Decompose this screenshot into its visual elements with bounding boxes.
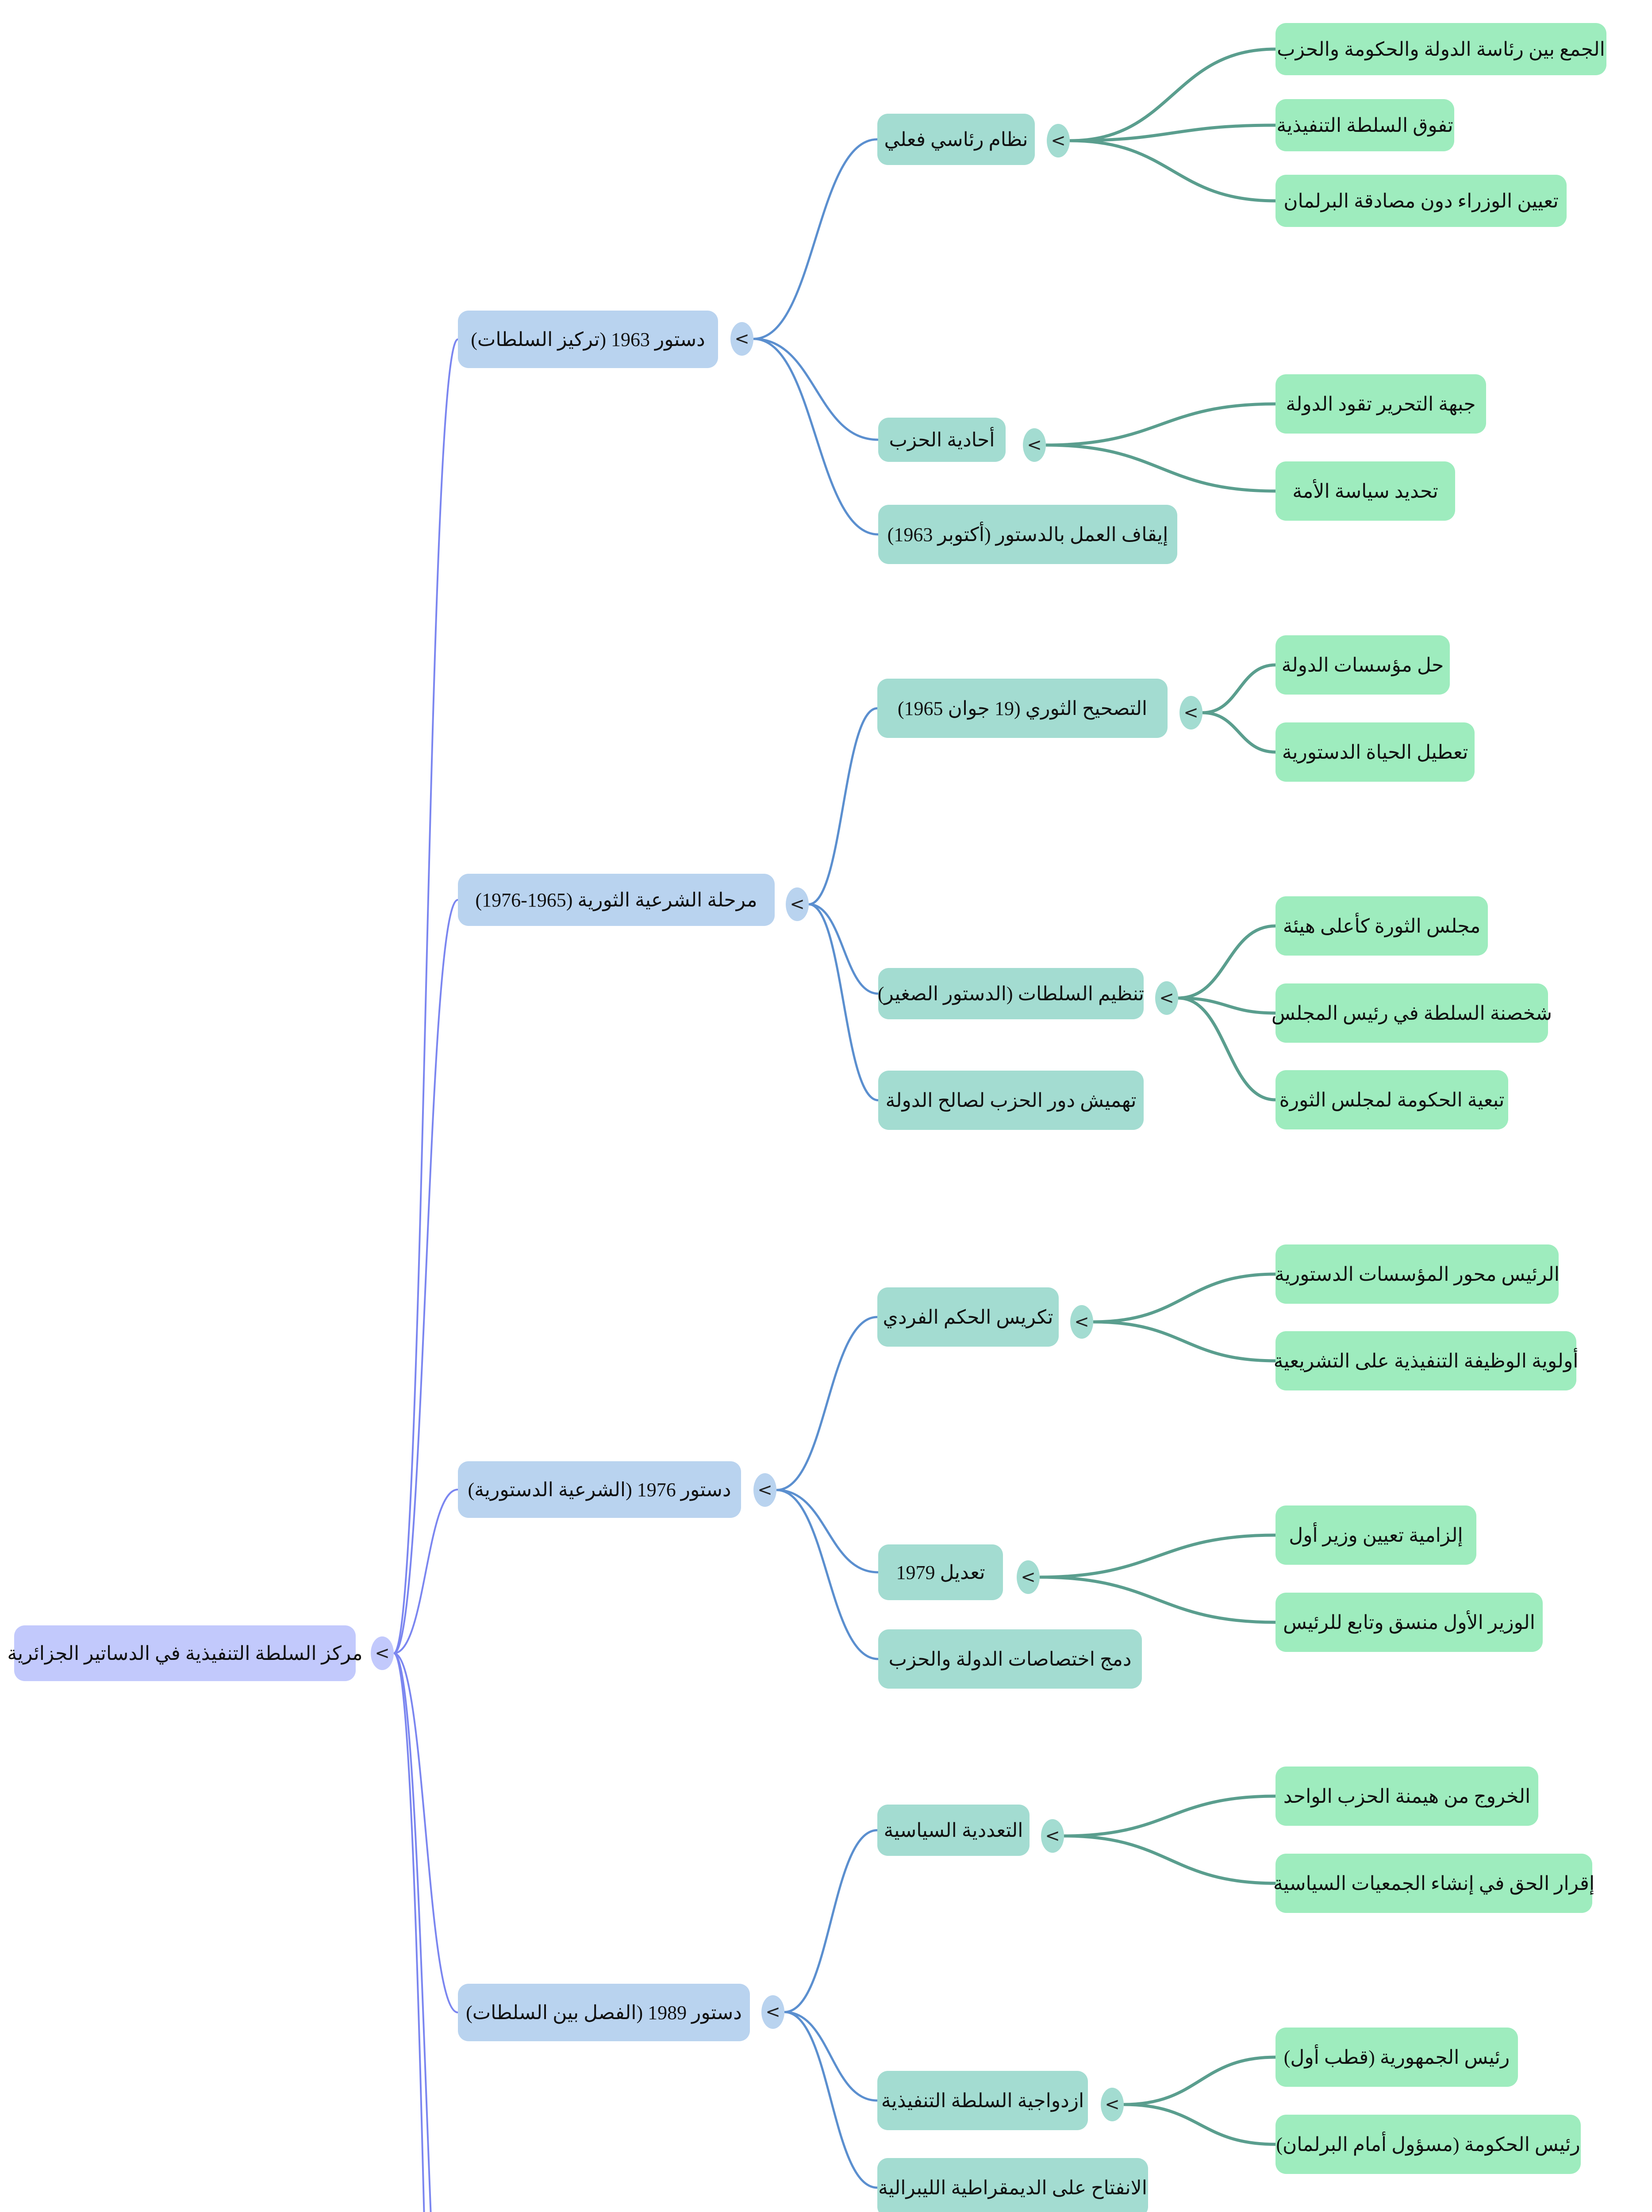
connector-line (784, 2011, 878, 2189)
collapse-toggle-icon[interactable]: < (786, 887, 809, 921)
connector-line (1093, 1320, 1276, 1363)
connector-line (1039, 1575, 1276, 1624)
connector-line (1202, 663, 1276, 714)
connector-line (1123, 2103, 1276, 2146)
leaf-revolution-council[interactable]: مجلس الثورة كأعلى هيئة (1275, 896, 1488, 956)
node-liberal-democracy[interactable]: الانفتاح على الديمقراطية الليبرالية (877, 2158, 1148, 2212)
connector-line (393, 1652, 425, 2212)
connector-line (1093, 1272, 1276, 1324)
connector-line (1045, 443, 1276, 493)
connector-line (784, 1829, 878, 2013)
collapse-toggle-icon[interactable]: < (753, 1473, 776, 1507)
connector-line (1069, 139, 1276, 203)
collapse-toggle-icon[interactable]: < (1155, 981, 1178, 1015)
connector-line (1045, 402, 1276, 447)
node-amendment-1979[interactable]: تعديل 1979 (878, 1544, 1003, 1600)
leaf-dissolving-institutions[interactable]: حل مؤسسات الدولة (1275, 635, 1450, 695)
node-presidential-system[interactable]: نظام رئاسي فعلي (877, 114, 1035, 165)
connector-line (1069, 123, 1276, 142)
connector-line (808, 707, 878, 906)
branch-1989[interactable]: دستور 1989 (الفصل بين السلطات) (458, 1984, 750, 2041)
node-suspension-1963[interactable]: إيقاف العمل بالدستور (أكتوبر 1963) (878, 505, 1177, 564)
node-marginalizing-party[interactable]: تهميش دور الحزب لصالح الدولة (878, 1071, 1144, 1130)
collapse-toggle-icon[interactable]: < (1041, 1819, 1064, 1853)
connector-line (1069, 47, 1276, 142)
connector-line (753, 338, 879, 536)
connector-line (808, 903, 879, 1102)
collapse-toggle-icon[interactable]: < (1101, 2088, 1124, 2121)
leaf-defining-nation-policy[interactable]: تحديد سياسة الأمة (1275, 461, 1455, 521)
connector-line (776, 1489, 879, 1660)
node-revolutionary-correction[interactable]: التصحيح الثوري (19 جوان 1965) (877, 679, 1168, 738)
connector-line (753, 138, 878, 340)
leaf-fln-leads-state[interactable]: جبهة التحرير تقود الدولة (1275, 374, 1486, 434)
node-organizing-powers[interactable]: تنظيم السلطات (الدستور الصغير) (878, 968, 1144, 1019)
node-political-pluralism[interactable]: التعددية السياسية (877, 1805, 1030, 1856)
branch-1963[interactable]: دستور 1963 (تركيز السلطات) (458, 311, 718, 368)
collapse-toggle-icon[interactable]: < (371, 1636, 394, 1670)
leaf-executive-supremacy[interactable]: تفوق السلطة التنفيذية (1275, 99, 1454, 151)
node-merging-state-party[interactable]: دمج اختصاصات الدولة والحزب (878, 1629, 1142, 1689)
leaf-head-of-government[interactable]: رئيس الحكومة (مسؤول أمام البرلمان) (1275, 2115, 1581, 2174)
leaf-suspending-constitution[interactable]: تعطيل الحياة الدستورية (1275, 722, 1475, 782)
connector-line (393, 1652, 458, 2013)
leaf-mandatory-prime-minister[interactable]: إلزامية تعيين وزير أول (1275, 1505, 1476, 1565)
collapse-toggle-icon[interactable]: < (730, 322, 753, 356)
collapse-toggle-icon[interactable]: < (1047, 124, 1070, 157)
leaf-executive-priority[interactable]: أولوية الوظيفة التنفيذية على التشريعية (1274, 1331, 1578, 1390)
collapse-toggle-icon[interactable]: < (1023, 428, 1046, 462)
connector-line (753, 338, 879, 441)
leaf-prime-minister-coordinator[interactable]: الوزير الأول منسق وتابع للرئيس (1275, 1593, 1543, 1652)
branch-1976[interactable]: دستور 1976 (الشرعية الدستورية) (458, 1461, 741, 1518)
leaf-right-political-associations[interactable]: إقرار الحق في إنشاء الجمعيات السياسية (1273, 1854, 1594, 1913)
connector-line (1202, 711, 1276, 754)
connector-line (1178, 996, 1276, 1015)
connector-line (1178, 924, 1276, 1000)
node-individual-rule[interactable]: تكريس الحكم الفردي (877, 1287, 1059, 1347)
branch-revolutionary[interactable]: مرحلة الشرعية الثورية (1965-1976) (458, 874, 775, 926)
root-node[interactable]: مركز السلطة التنفيذية في الدساتير الجزائ… (7, 1625, 363, 1681)
connector-line (1123, 2055, 1276, 2106)
connector-line (808, 903, 879, 995)
leaf-appointing-ministers[interactable]: تعيين الوزراء دون مصادقة البرلمان (1275, 175, 1567, 227)
leaf-combining-presidencies[interactable]: الجمع بين رئاسة الدولة والحكومة والحزب (1275, 23, 1606, 75)
collapse-toggle-icon[interactable]: < (761, 1995, 784, 2029)
collapse-toggle-icon[interactable]: < (1070, 1305, 1093, 1339)
leaf-exit-single-party[interactable]: الخروج من هيمنة الحزب الواحد (1275, 1767, 1538, 1826)
connector-line (1178, 996, 1276, 1102)
collapse-toggle-icon[interactable]: < (1179, 696, 1203, 730)
collapse-toggle-icon[interactable]: < (1017, 1560, 1040, 1594)
connector-line (776, 1489, 879, 1574)
leaf-president-axis[interactable]: الرئيس محور المؤسسات الدستورية (1275, 1244, 1560, 1304)
leaf-government-subordination[interactable]: تبعية الحكومة لمجلس الثورة (1275, 1070, 1508, 1129)
node-single-party[interactable]: أحادية الحزب (878, 418, 1006, 462)
leaf-personalization-power[interactable]: شخصنة السلطة في رئيس المجلس (1272, 983, 1552, 1043)
connector-line (1064, 1794, 1276, 1838)
node-dual-executive[interactable]: ازدواجية السلطة التنفيذية (877, 2071, 1088, 2130)
leaf-president-first-pole[interactable]: رئيس الجمهورية (قطب أول) (1275, 2028, 1518, 2087)
connector-line (1039, 1533, 1276, 1579)
connector-line (393, 899, 458, 1654)
connector-line (393, 338, 459, 1654)
connector-line (393, 1489, 458, 1654)
connector-line (784, 2011, 878, 2102)
connector-line (393, 1652, 432, 2212)
connector-line (1064, 1834, 1276, 1885)
connector-line (776, 1316, 878, 1491)
root-label: مركز السلطة التنفيذية في الدساتير الجزائ… (7, 1642, 363, 1664)
